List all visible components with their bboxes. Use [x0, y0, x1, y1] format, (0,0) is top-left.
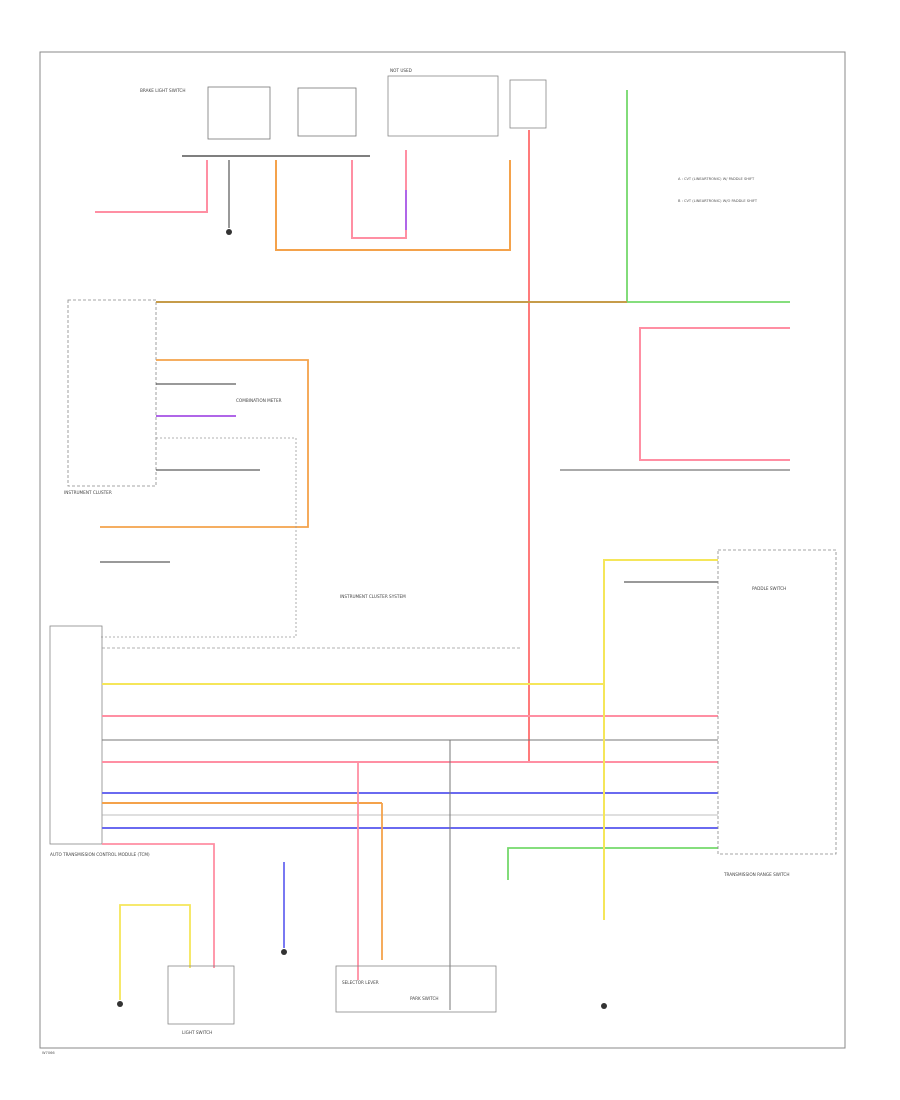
combination-meter-label: COMBINATION METER: [236, 398, 282, 403]
park-switch-label: PARK SWITCH: [410, 996, 439, 1001]
ground-2: [117, 1001, 123, 1007]
wire-green-bottom: [507, 847, 718, 880]
ground-1: [226, 229, 232, 235]
switch-box-2: [297, 87, 357, 137]
figure-id: W7066: [42, 1051, 55, 1055]
instrument-cluster-system-label: INSTRUMENT CLUSTER SYSTEM: [340, 594, 406, 599]
brake-switch-box: [207, 86, 271, 140]
selector-lever-label: SELECTOR LEVER: [342, 980, 379, 985]
tcm-box: [49, 625, 103, 845]
tcm-label: AUTO TRANSMISSION CONTROL MODULE (TCM): [50, 852, 150, 857]
wire-gray-dashed: [100, 437, 297, 638]
legend-a: A : CVT (LINEARTRONIC) W/ PADDLE SHIFT: [678, 177, 755, 181]
fuse-label: NOT USED: [390, 68, 412, 73]
wire-pink-ls: [102, 843, 215, 968]
diagram-frame: [39, 51, 846, 1049]
light-switch-box: [167, 965, 235, 1025]
instrument-cluster-box: [67, 299, 157, 487]
wire-orange: [275, 160, 511, 251]
instrument-cluster-label: INSTRUMENT CLUSTER: [64, 490, 112, 495]
combination-switch-box: [717, 549, 837, 855]
ground-3: [281, 949, 287, 955]
wire-yellow-vertical: [603, 559, 718, 920]
wire-pink-brake: [95, 160, 208, 213]
ignition-fuse: [509, 79, 547, 129]
transmission-range-switch-label: TRANSMISSION RANGE SWITCH: [723, 872, 790, 877]
selector-box: [335, 965, 497, 1013]
brake-switch-label: BRAKE LIGHT SWITCH: [140, 88, 185, 93]
wire-pink-loop: [351, 150, 407, 239]
wire-orange-cluster: [100, 359, 309, 528]
light-switch-label: LIGHT SWITCH: [182, 1030, 212, 1035]
wire-pink-right: [639, 327, 790, 461]
ground-4: [601, 1003, 607, 1009]
fuse-box: [387, 75, 499, 137]
wire-yellow-ls: [119, 904, 191, 1000]
wire-green: [626, 90, 790, 303]
legend-b: B : CVT (LINEARTRONIC) W/O PADDLE SHIFT: [678, 199, 758, 203]
paddle-switch-label: PADDLE SWITCH: [752, 586, 786, 591]
